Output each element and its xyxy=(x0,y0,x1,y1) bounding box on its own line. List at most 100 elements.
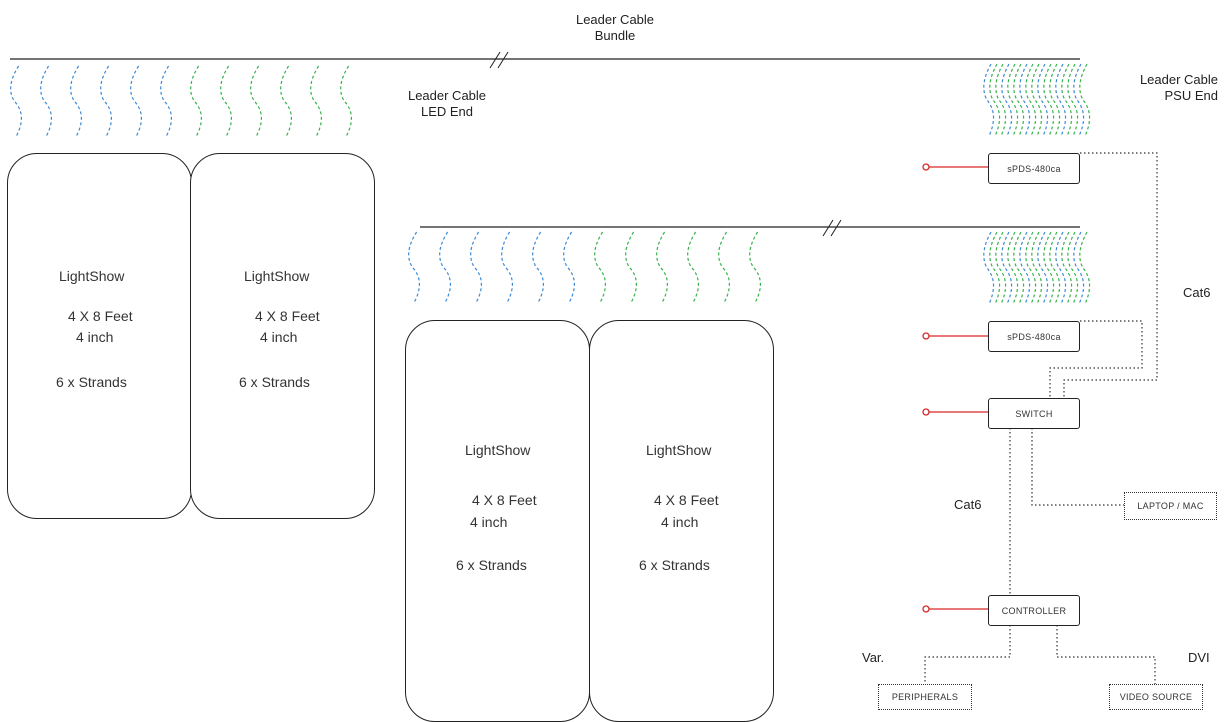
led-end-label-line1: Leader Cable xyxy=(407,88,487,103)
led-end-strand xyxy=(501,231,513,303)
panel-depth: 4 inch xyxy=(76,329,114,345)
led-end-strand xyxy=(40,65,52,137)
led-end-strand xyxy=(532,231,544,303)
led-end-strand xyxy=(749,231,761,303)
cat6-link-pds-top xyxy=(1063,152,1158,398)
psu-end-label: Leader Cable PSU End xyxy=(1110,72,1218,104)
panel-depth: 4 inch xyxy=(661,514,699,530)
led-end-strand xyxy=(470,231,482,303)
bundle-label-line2: Bundle xyxy=(594,28,636,43)
wiring-layer xyxy=(10,51,1158,684)
psu-end-strand xyxy=(1001,63,1013,137)
lightshow-panel-1: LightShow 4 X 8 Feet 4 inch 6 x Strands xyxy=(7,153,192,519)
panel-depth: 4 inch xyxy=(260,329,298,345)
psu-end-strand xyxy=(1073,63,1085,137)
psu-end-strand xyxy=(1013,231,1025,305)
var-label: Var. xyxy=(862,650,885,665)
led-end-strand xyxy=(408,231,420,303)
panel-strands: 6 x Strands xyxy=(456,557,527,573)
panel-size: 4 X 8 Feet xyxy=(68,308,133,324)
bundle-label-line1: Leader Cable xyxy=(575,12,655,27)
led-end-strand xyxy=(656,231,668,303)
psu-end-strand xyxy=(1025,63,1037,137)
led-end-strand xyxy=(594,231,606,303)
peripherals-box[interactable]: PERIPHERALS xyxy=(878,684,972,710)
panel-title: LightShow xyxy=(59,268,125,284)
panel-title: LightShow xyxy=(244,268,310,284)
psu-end-strand xyxy=(1031,231,1043,305)
link-controller-peripherals xyxy=(924,625,1011,684)
bundle-label: Leader Cable Bundle xyxy=(560,12,670,44)
dvi-label: DVI xyxy=(1188,650,1210,665)
power-input-pds-mid xyxy=(922,332,988,340)
psu-end-strand xyxy=(983,231,995,305)
psu-end-strand xyxy=(1001,231,1013,305)
system-diagram: Leader Cable Bundle Leader Cable LED End… xyxy=(7,12,1218,722)
cat6-label-center: Cat6 xyxy=(954,497,982,512)
led-end-strand xyxy=(100,65,112,137)
psu-end-strand xyxy=(1037,231,1049,305)
psu-end-strand xyxy=(1049,63,1061,137)
panel-strands: 6 x Strands xyxy=(239,374,310,390)
power-input-controller xyxy=(922,605,988,613)
psu-end-strand xyxy=(1013,63,1025,137)
psu-end-strand xyxy=(1031,63,1043,137)
panel-size: 4 X 8 Feet xyxy=(255,308,320,324)
led-end-strand xyxy=(310,65,322,137)
led-strand-wires xyxy=(10,63,1091,305)
led-end-strand xyxy=(250,65,262,137)
psu-end-strand xyxy=(1079,231,1091,305)
psu-end-strand xyxy=(1079,63,1091,137)
psu-end-strand xyxy=(1007,231,1019,305)
panel-depth: 4 inch xyxy=(470,514,508,530)
panel-size: 4 X 8 Feet xyxy=(472,492,537,508)
led-end-strand xyxy=(70,65,82,137)
led-end-strand xyxy=(10,65,22,137)
psu-end-strand xyxy=(1049,231,1061,305)
network-switch[interactable]: SWITCH xyxy=(988,398,1080,429)
psu-end-strand xyxy=(989,63,1001,137)
psu-end-strand xyxy=(983,63,995,137)
led-end-strand xyxy=(439,231,451,303)
led-end-strand xyxy=(718,231,730,303)
psu-end-strand xyxy=(1043,63,1055,137)
power-input-pds-top xyxy=(922,163,988,171)
psu-end-label-line1: Leader Cable xyxy=(1139,72,1218,87)
led-end-label: Leader Cable LED End xyxy=(392,88,502,120)
laptop-mac-box[interactable]: LAPTOP / MAC xyxy=(1124,492,1217,520)
psu-end-strand xyxy=(1061,63,1073,137)
controller[interactable]: CONTROLLER xyxy=(988,595,1080,626)
psu-end-strand xyxy=(1055,63,1067,137)
led-end-strand xyxy=(340,65,352,137)
panel-title: LightShow xyxy=(465,442,531,458)
cable-break-mark xyxy=(822,219,834,237)
psu-end-strand xyxy=(1067,63,1079,137)
lightshow-panel-2: LightShow 4 X 8 Feet 4 inch 6 x Strands xyxy=(190,153,375,519)
cat6-link-pds-mid xyxy=(1049,320,1143,398)
psu-end-strand xyxy=(1019,63,1031,137)
cable-break-mark xyxy=(497,51,509,69)
panel-title: LightShow xyxy=(646,442,712,458)
link-controller-video xyxy=(1056,625,1156,684)
led-end-strand xyxy=(130,65,142,137)
lightshow-panel-4: LightShow 4 X 8 Feet 4 inch 6 x Strands xyxy=(589,320,774,722)
psu-end-strand xyxy=(1067,231,1079,305)
panel-size: 4 X 8 Feet xyxy=(654,492,719,508)
psu-end-strand xyxy=(1043,231,1055,305)
psu-end-strand xyxy=(1055,231,1067,305)
psu-end-strand xyxy=(1073,231,1085,305)
led-end-strand xyxy=(220,65,232,137)
psu-end-strand xyxy=(989,231,1001,305)
led-end-strand xyxy=(563,231,575,303)
psu-end-strand xyxy=(1025,231,1037,305)
psu-end-strand xyxy=(995,63,1007,137)
video-source-box[interactable]: VIDEO SOURCE xyxy=(1109,684,1203,710)
link-switch-laptop xyxy=(1031,428,1124,506)
cat6-label-right: Cat6 xyxy=(1183,285,1211,300)
pds-480ca-top[interactable]: sPDS-480ca xyxy=(988,153,1080,184)
panel-strands: 6 x Strands xyxy=(639,557,710,573)
panel-strands: 6 x Strands xyxy=(56,374,127,390)
psu-end-strand xyxy=(1061,231,1073,305)
pds-480ca-mid[interactable]: sPDS-480ca xyxy=(988,321,1080,352)
lightshow-panel-3: LightShow 4 X 8 Feet 4 inch 6 x Strands xyxy=(405,320,590,722)
